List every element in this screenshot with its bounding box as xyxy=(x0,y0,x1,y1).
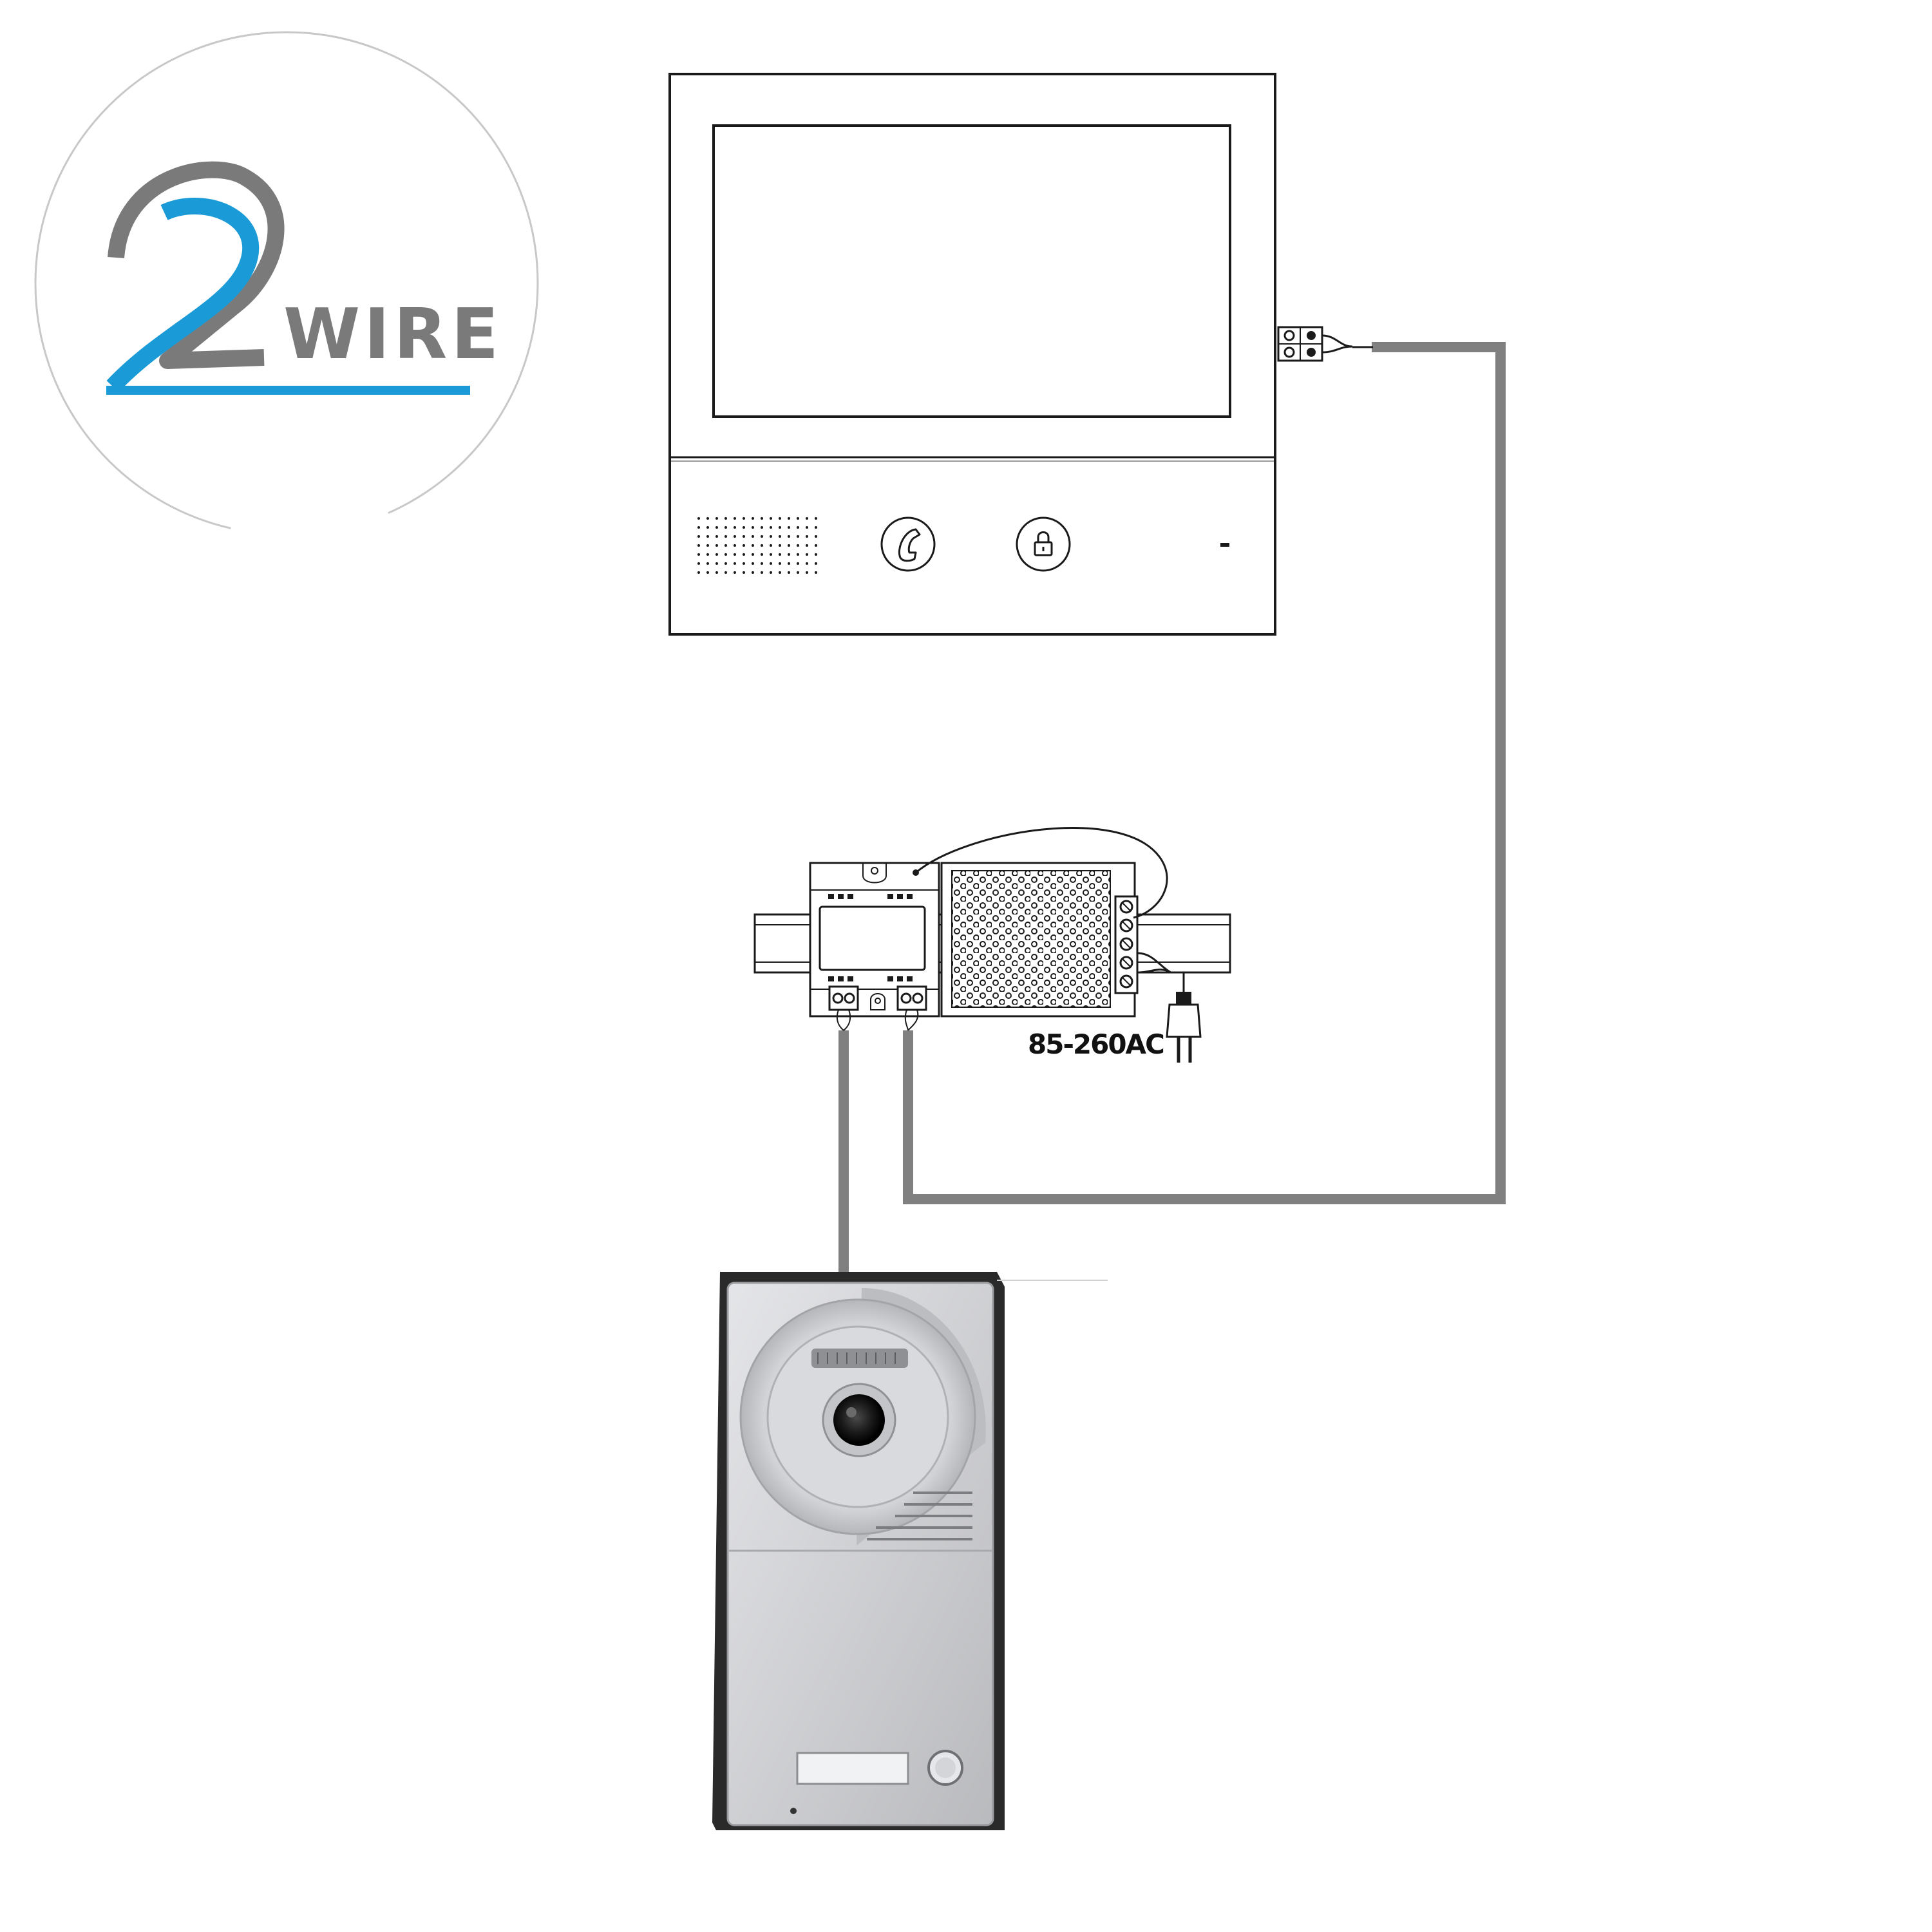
outdoor-door-station xyxy=(712,1272,1108,1830)
indoor-monitor xyxy=(668,73,1353,636)
camera-lens-icon xyxy=(833,1394,885,1446)
psu-vent-grille xyxy=(951,870,1111,1008)
door-call-button[interactable] xyxy=(927,1750,963,1786)
monitor-screen xyxy=(712,124,1231,418)
power-plug-icon xyxy=(1166,992,1202,1063)
door-station-name-plate xyxy=(796,1752,909,1785)
power-supply-unit: 85-260AC xyxy=(753,827,1231,1063)
door-station-microphone xyxy=(790,1808,797,1814)
psu-jumper-cable xyxy=(915,827,1168,919)
logo-word: WIRE xyxy=(283,294,502,375)
monitor-terminal-block xyxy=(1277,326,1353,362)
two-wire-logo: 2 WIRE xyxy=(34,31,539,536)
bus-wires xyxy=(838,342,1506,1272)
phone-handset-icon xyxy=(898,528,921,562)
camera-ir-strip xyxy=(811,1349,908,1368)
door-station-speaker-grille xyxy=(867,1492,972,1540)
logo-ring xyxy=(34,31,539,536)
monitor-speaker-grille xyxy=(694,515,820,577)
talk-button[interactable] xyxy=(880,516,936,572)
logo-numeral-blue xyxy=(106,198,260,392)
wire-monitor-to-psu xyxy=(903,342,1506,1204)
logo-numeral-arc xyxy=(108,161,285,369)
psu-voltage-label: 85-260AC xyxy=(1028,1028,1164,1060)
monitor-indicator-led xyxy=(1220,543,1229,547)
psu-terminals xyxy=(1114,895,1139,994)
padlock-icon xyxy=(1034,531,1053,556)
unlock-button[interactable] xyxy=(1016,516,1071,572)
